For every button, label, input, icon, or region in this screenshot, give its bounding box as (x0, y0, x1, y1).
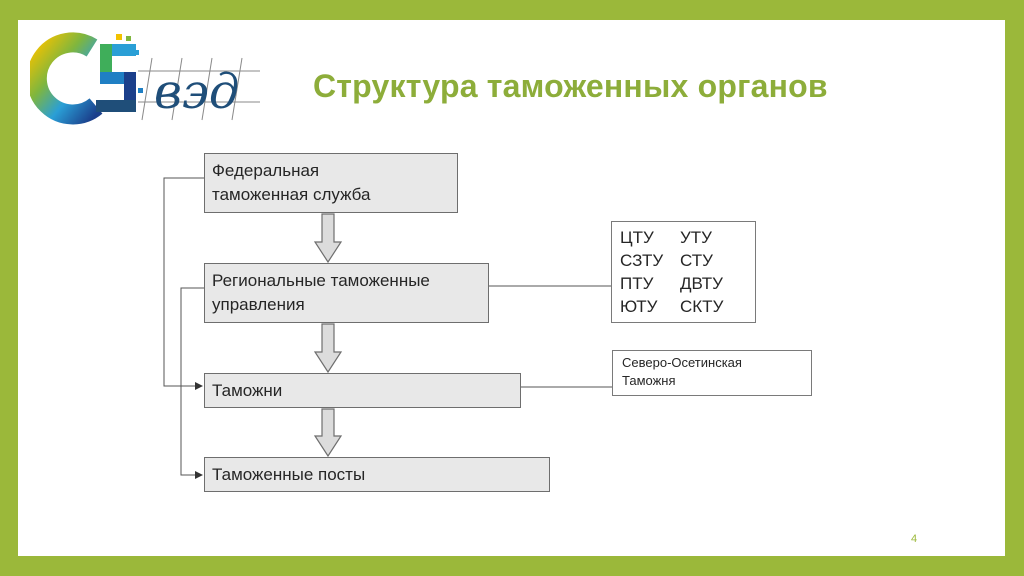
page-title: Структура таможенных органов (313, 68, 828, 104)
rtu-abbr: ПТУ (620, 274, 654, 293)
list-item: ПТУ ДВТУ (620, 272, 755, 295)
list-item: ЦТУ УТУ (620, 226, 755, 249)
rtu-abbr: ЦТУ (620, 228, 654, 247)
node-customs: Таможни (204, 373, 521, 408)
connector-lines (163, 177, 612, 479)
rtu-abbr: СЗТУ (620, 251, 664, 270)
node-posts-label: Таможенные посты (212, 465, 366, 484)
logo: вэд (30, 32, 260, 125)
slide: вэд Структура таможенных органов Федерал… (18, 20, 1005, 556)
rtu-abbr: ДВТУ (680, 274, 723, 293)
rtu-abbr: УТУ (680, 228, 712, 247)
logo-text: вэд (154, 64, 239, 120)
list-item: СЗТУ СТУ (620, 249, 755, 272)
list-item: ЮТУ СКТУ (620, 295, 755, 318)
rtu-list: ЦТУ УТУ СЗТУ СТУ ПТУ ДВТУ ЮТУ СКТУ (611, 221, 756, 323)
down-arrow-rtu-customs (313, 323, 343, 374)
node-rtu-line1: Региональные таможенные (212, 271, 430, 290)
connector-rtu-to-posts (180, 287, 204, 479)
node-fts-line2: таможенная служба (212, 185, 371, 204)
down-arrow-customs-posts (313, 408, 343, 458)
node-customs-label: Таможни (212, 381, 283, 400)
customs-example-box: Северо-Осетинская Таможня (612, 350, 812, 396)
node-regional-customs-administrations: Региональные таможенные управления (204, 263, 489, 323)
down-arrow-fts-rtu (313, 213, 343, 264)
page-number: 4 (911, 533, 918, 545)
rtu-abbr: ЮТУ (620, 297, 658, 316)
node-federal-customs-service: Федеральная таможенная служба (204, 153, 458, 213)
customs-example-line2: Таможня (622, 373, 676, 388)
node-fts-line1: Федеральная (212, 161, 320, 180)
node-customs-posts: Таможенные посты (204, 457, 550, 492)
customs-example-line1: Северо-Осетинская (622, 355, 742, 370)
node-rtu-line2: управления (212, 295, 305, 314)
rtu-abbr: СТУ (680, 251, 713, 270)
rtu-abbr: СКТУ (680, 297, 724, 316)
logo-rule-lines (138, 57, 260, 121)
globe-s-logo-icon (30, 32, 143, 125)
connector-fts-to-customs (163, 177, 204, 390)
